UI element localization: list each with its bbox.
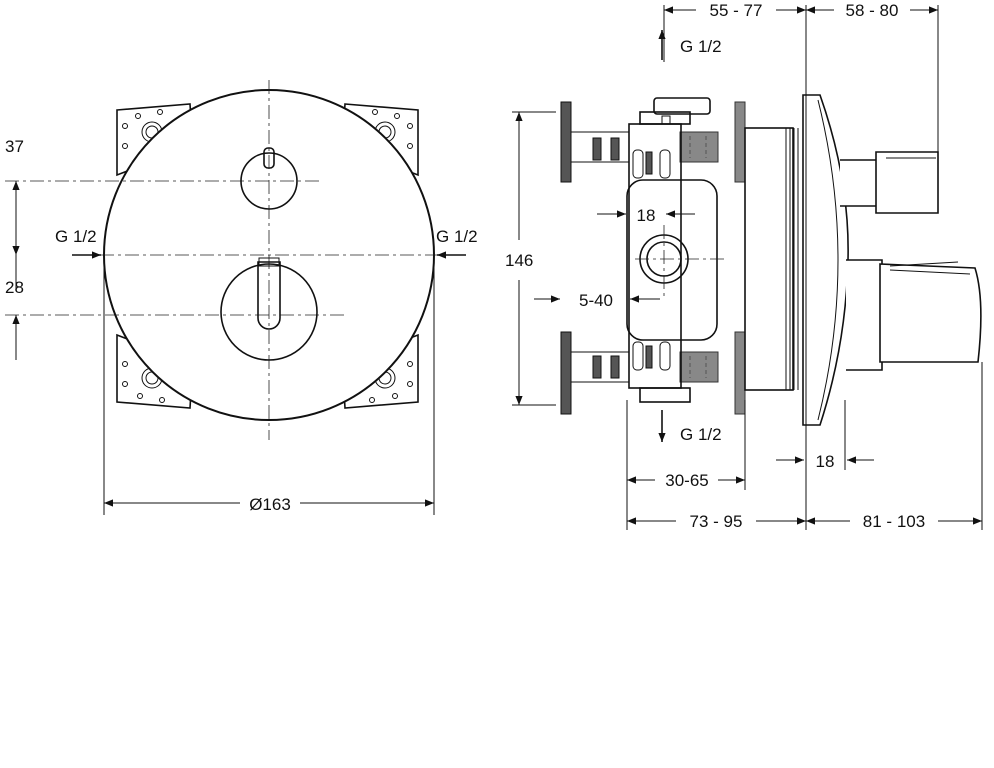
flange-bottom (560, 331, 572, 415)
dim-30-65-label: 30-65 (665, 471, 708, 490)
dim-18-plate-label: 18 (816, 452, 835, 471)
grey-bracket-bottom (734, 331, 746, 415)
valve-body-frame (628, 123, 682, 389)
dim-55-77-label: 55 - 77 (710, 1, 763, 20)
dim-58-80-label: 58 - 80 (846, 1, 899, 20)
side-view: G 1/2 G 1/2 55 - 77 58 - 80 146 18 5-40 (505, 1, 983, 531)
diameter-label: Ø163 (249, 495, 291, 514)
grey-bracket-top (734, 101, 746, 183)
inlet-left-label: G 1/2 (55, 227, 97, 246)
dim-5-40-label: 5-40 (579, 291, 613, 310)
dim-28-label: 28 (5, 278, 24, 297)
dim-37-label: 37 (5, 137, 24, 156)
diverter-knob (240, 147, 298, 210)
diverter-knob-side (840, 159, 881, 207)
valve-body-core (626, 179, 718, 341)
thermostat-handle (220, 257, 318, 361)
cover-plate-side (802, 94, 849, 426)
outlet-top-label: G 1/2 (680, 37, 722, 56)
housing-thread (785, 128, 799, 390)
outlet-bottom-label: G 1/2 (680, 425, 722, 444)
dim-81-103-label: 81 - 103 (863, 512, 925, 531)
dim-73-95-label: 73 - 95 (690, 512, 743, 531)
inlet-right-label: G 1/2 (436, 227, 478, 246)
front-view: Ø163 37 28 G 1/2 G 1/2 (5, 80, 478, 515)
dim-146-label: 146 (505, 251, 533, 270)
dim-18-inner-label: 18 (637, 206, 656, 225)
housing-body (744, 127, 794, 391)
thermostat-handle-side (846, 259, 883, 371)
flange-top (560, 101, 572, 183)
